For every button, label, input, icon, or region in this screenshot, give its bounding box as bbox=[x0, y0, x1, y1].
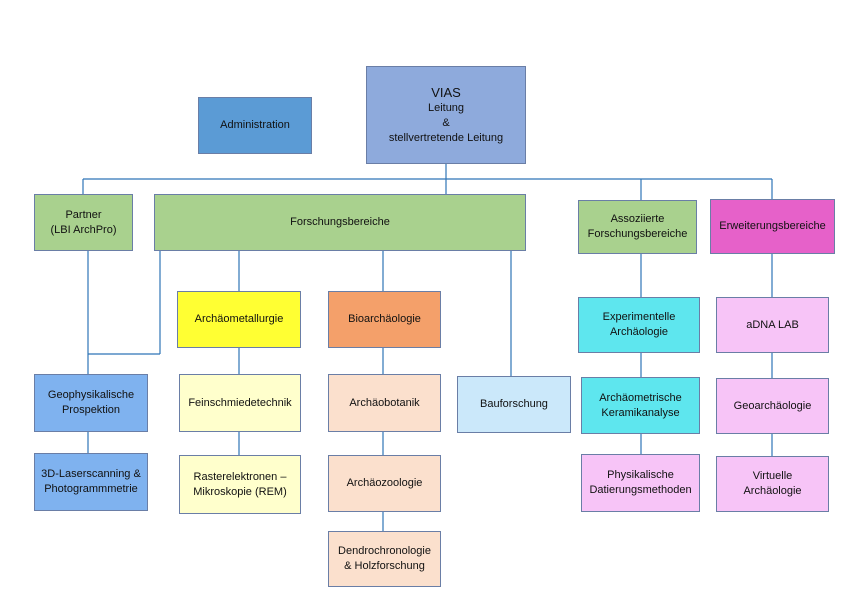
zoologie-label: Archäozoologie bbox=[346, 477, 423, 489]
geophysik-sublabel: Prospektion bbox=[61, 404, 121, 416]
raster-node: Rasterelektronen – Mikroskopie (REM) bbox=[179, 455, 301, 514]
forschungsbereiche-node: Forschungsbereiche bbox=[154, 194, 526, 251]
dendro-sublabel: & Holzforschung bbox=[344, 560, 425, 572]
archaeometallurgie-label: Archäometallurgie bbox=[194, 313, 284, 325]
raster-label: Rasterelektronen – bbox=[193, 470, 287, 483]
geoarchaeologie-label: Geoarchäologie bbox=[733, 399, 812, 412]
zoologie-node: Archäozoologie bbox=[328, 455, 441, 512]
dendro-node: Dendrochronologie & Holzforschung bbox=[328, 531, 441, 587]
geophysik-label: Geophysikalische bbox=[47, 389, 135, 401]
experimentelle-label: Experimentelle bbox=[602, 311, 676, 323]
partner-sublabel: (LBI ArchPro) bbox=[50, 223, 117, 236]
partner-label: Partner bbox=[65, 208, 102, 221]
keramik-sublabel: Keramikanalyse bbox=[601, 406, 680, 419]
physikalische-sublabel: Datierungsmethoden bbox=[589, 484, 692, 496]
bioarchaeologie-label: Bioarchäologie bbox=[348, 313, 421, 325]
experimentelle-sublabel: Archäologie bbox=[609, 326, 669, 338]
partner-node: Partner (LBI ArchPro) bbox=[34, 194, 133, 251]
dendro-label: Dendrochronologie bbox=[338, 545, 431, 557]
virtuelle-label: Virtuelle bbox=[752, 470, 793, 482]
archaeometallurgie-node: Archäometallurgie bbox=[177, 291, 301, 348]
laserscanning-label: 3D-Laserscanning & bbox=[41, 468, 141, 480]
vias-line-3: & bbox=[442, 117, 450, 129]
assoziierte-sublabel: Forschungsbereiche bbox=[587, 228, 688, 240]
physikalische-label: Physikalische bbox=[607, 469, 674, 481]
vias-line-4: stellvertretende Leitung bbox=[388, 132, 504, 144]
feinschmiede-label: Feinschmiedetechnik bbox=[188, 396, 292, 409]
keramik-label: Archäometrische bbox=[599, 391, 682, 404]
virtuelle-node: Virtuelle Archäologie bbox=[716, 456, 829, 512]
bauforschung-node: Bauforschung bbox=[457, 376, 571, 433]
assoziierte-label: Assoziierte bbox=[610, 213, 665, 225]
geophysik-node: Geophysikalische Prospektion bbox=[34, 374, 148, 432]
feinschmiede-node: Feinschmiedetechnik bbox=[179, 374, 301, 432]
virtuelle-sublabel: Archäologie bbox=[743, 485, 802, 497]
experimentelle-node: Experimentelle Archäologie bbox=[578, 297, 700, 353]
vias-node: VIAS Leitung & stellvertretende Leitung bbox=[366, 66, 526, 164]
botanik-label: Archäobotanik bbox=[349, 396, 420, 409]
forschungsbereiche-label: Forschungsbereiche bbox=[290, 216, 390, 228]
erweiterung-node: Erweiterungsbereiche bbox=[710, 199, 835, 254]
erweiterung-label: Erweiterungsbereiche bbox=[719, 220, 826, 232]
administration-node: Administration bbox=[198, 97, 312, 154]
physikalische-node: Physikalische Datierungsmethoden bbox=[581, 454, 700, 512]
adna-label: aDNA LAB bbox=[746, 318, 799, 331]
administration-label: Administration bbox=[220, 119, 290, 131]
vias-title: VIAS bbox=[431, 85, 461, 100]
botanik-node: Archäobotanik bbox=[328, 374, 441, 432]
bioarchaeologie-node: Bioarchäologie bbox=[328, 291, 441, 348]
raster-sublabel: Mikroskopie (REM) bbox=[193, 485, 287, 498]
bauforschung-label: Bauforschung bbox=[480, 398, 548, 410]
laserscanning-node: 3D-Laserscanning & Photogrammmetrie bbox=[34, 453, 148, 511]
keramik-node: Archäometrische Keramikanalyse bbox=[581, 377, 700, 434]
geoarchaeologie-node: Geoarchäologie bbox=[716, 378, 829, 434]
laserscanning-sublabel: Photogrammmetrie bbox=[44, 483, 138, 495]
adna-node: aDNA LAB bbox=[716, 297, 829, 353]
assoziierte-node: Assoziierte Forschungsbereiche bbox=[578, 200, 697, 254]
vias-line-2: Leitung bbox=[427, 102, 465, 114]
